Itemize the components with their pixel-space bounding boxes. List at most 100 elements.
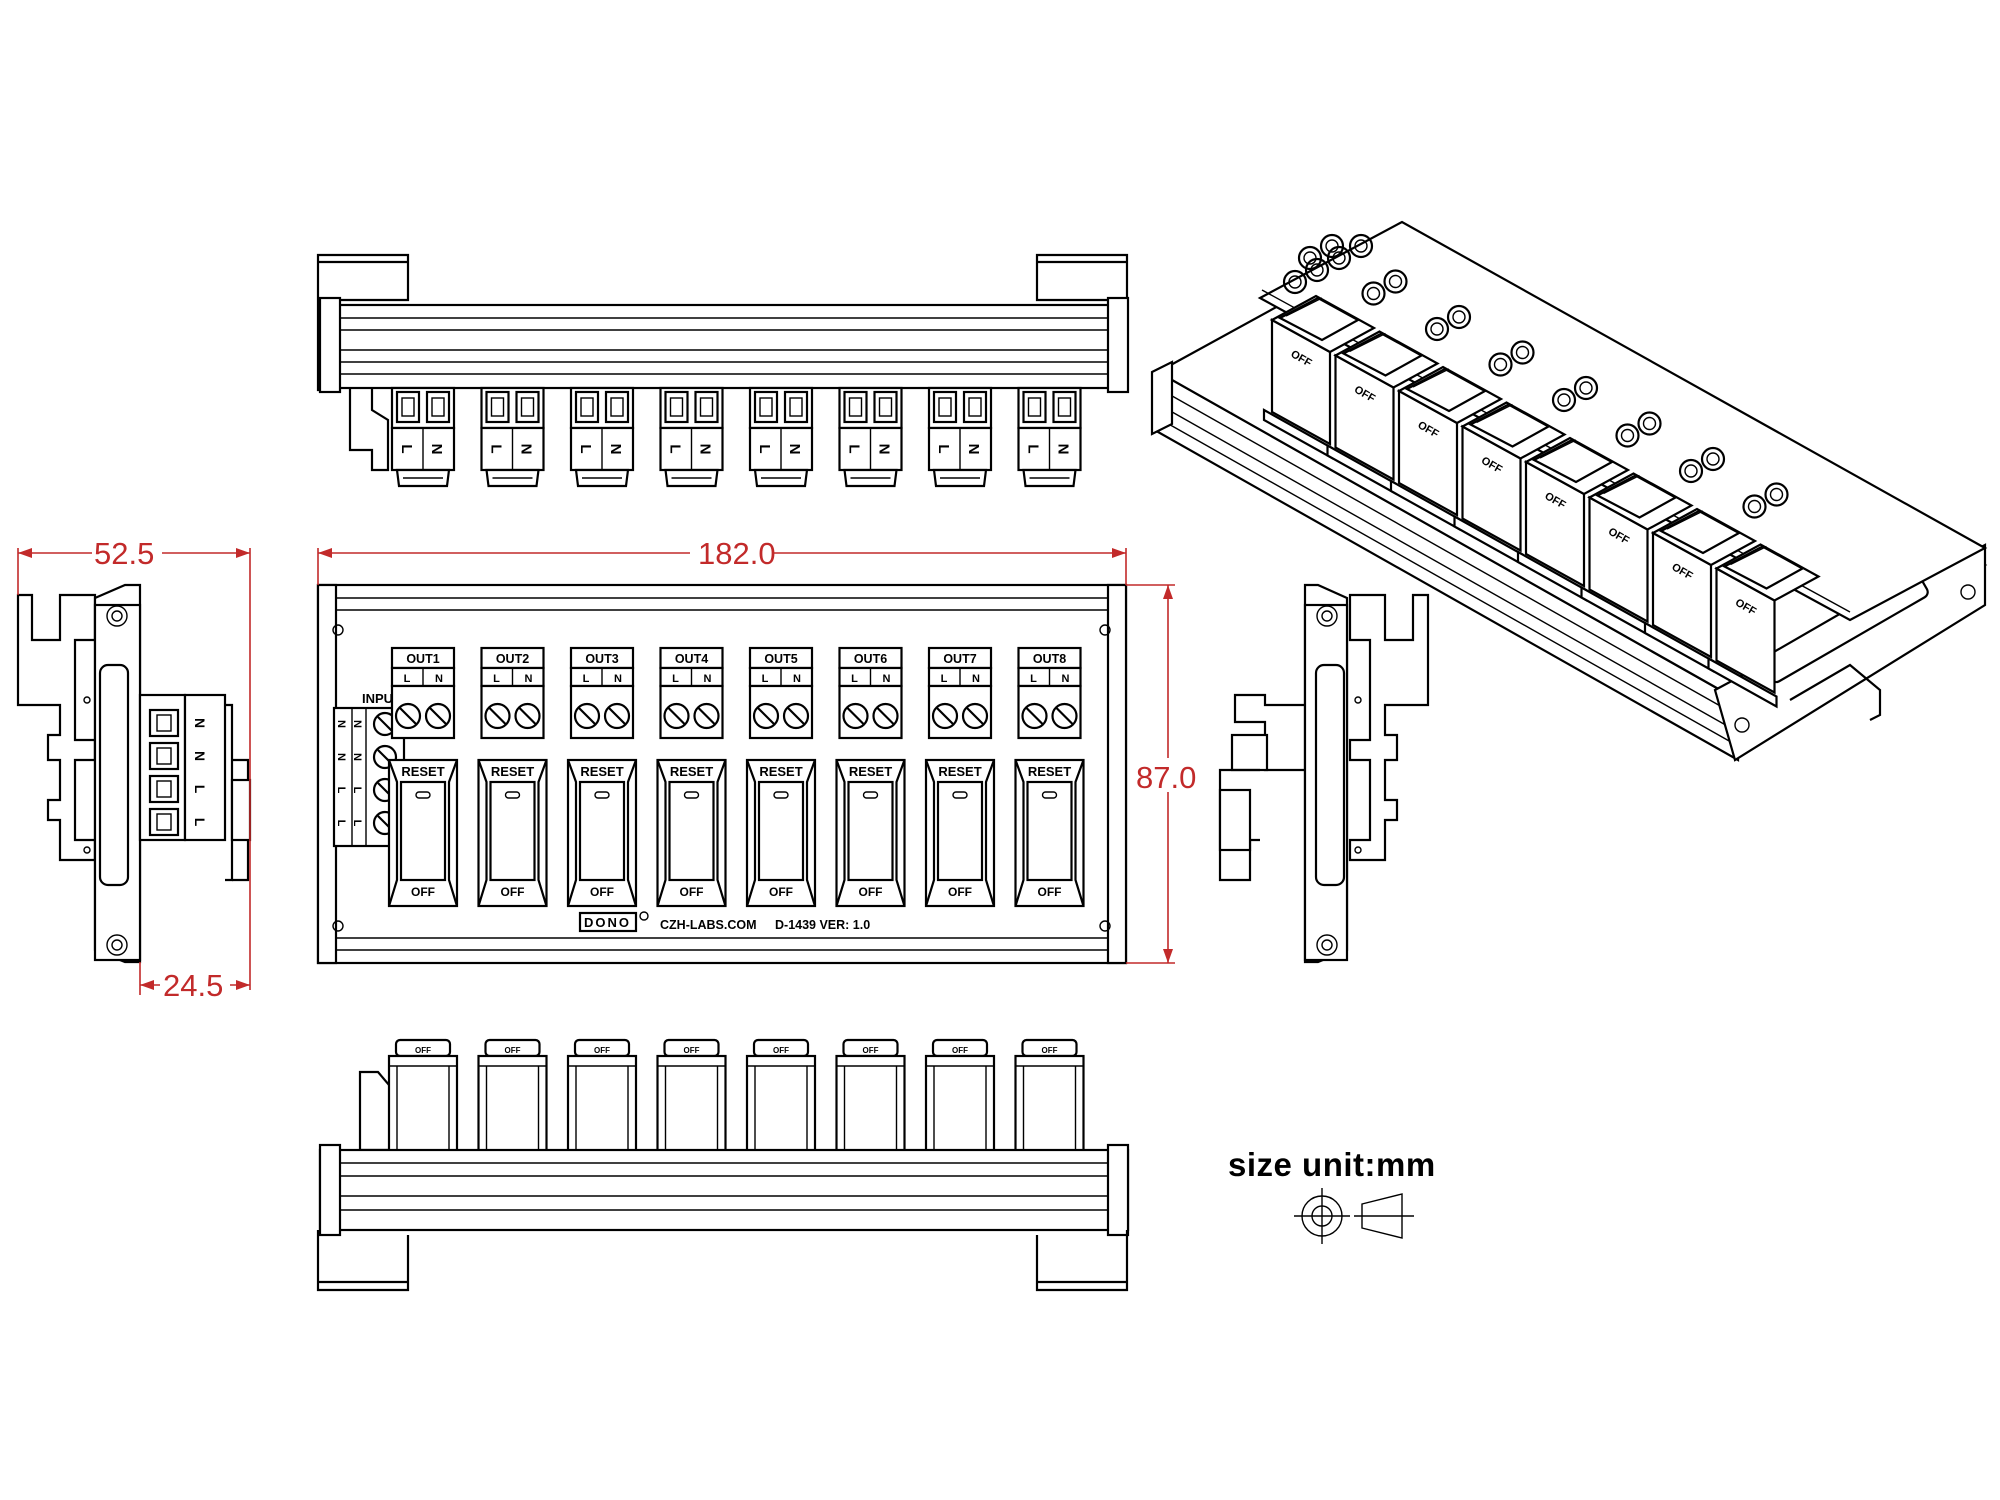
iso-breaker-6: OFF (1580, 472, 1694, 638)
screw-terminal-icon[interactable] (663, 702, 690, 730)
iso-terminal-3 (1424, 304, 1472, 342)
off-label: OFF (863, 1046, 879, 1055)
output-label: OUT6 (854, 652, 887, 666)
pole-label: N (704, 673, 712, 685)
off-label: OFF (505, 1046, 521, 1055)
output-label: OUT4 (675, 652, 708, 666)
screw-terminal-icon[interactable] (842, 702, 869, 730)
reset-switch-button[interactable] (399, 780, 447, 882)
screw-terminal-icon[interactable] (394, 702, 422, 730)
reset-switch-button[interactable] (1026, 780, 1073, 882)
off-label: OFF (684, 1046, 700, 1055)
off-label: OFF (411, 885, 435, 899)
off-label: OFF (590, 885, 614, 899)
top-terminal-label: N (607, 444, 624, 455)
top-terminal-label: N (965, 444, 982, 455)
off-label: OFF (859, 885, 883, 899)
model-label: D-1439 VER: 1.0 (775, 918, 870, 932)
iso-breaker-5: OFF (1516, 436, 1631, 602)
screw-terminal-icon[interactable] (514, 702, 541, 730)
reset-label: RESET (670, 764, 713, 779)
size-unit-note: size unit:mm (1228, 1146, 1436, 1183)
side-terminal-label: N (192, 718, 208, 728)
reset-switch-button[interactable] (847, 780, 894, 882)
reset-switch-button[interactable] (489, 780, 536, 882)
pole-label: N (1062, 673, 1070, 685)
top-terminal-label: N (697, 444, 714, 455)
output-label: OUT5 (764, 652, 797, 666)
projection-symbol-icon (1294, 1188, 1414, 1244)
input-terminal-label: L (335, 820, 347, 827)
top-terminal-label: N (518, 444, 535, 455)
screw-terminal-icon[interactable] (961, 702, 989, 730)
reset-label: RESET (849, 764, 892, 779)
iso-terminal-2 (1361, 269, 1408, 306)
bottom-switch-3: OFF (566, 1038, 638, 1154)
iso-terminal-8 (1742, 482, 1789, 519)
top-terminal-label: L (935, 444, 952, 453)
off-label: OFF (594, 1046, 610, 1055)
input-terminal-label: L (335, 787, 347, 794)
reset-label: RESET (491, 764, 534, 779)
screw-terminal-icon[interactable] (1021, 702, 1048, 730)
iso-input-terminal (1282, 233, 1374, 295)
screw-terminal-icon[interactable] (1051, 702, 1078, 730)
screw-terminal-icon[interactable] (752, 702, 780, 730)
off-label: OFF (415, 1046, 431, 1055)
off-label: OFF (1038, 885, 1062, 899)
reset-switch-button[interactable] (757, 780, 805, 882)
screw-terminal-icon[interactable] (603, 702, 631, 730)
top-terminal-label: N (786, 444, 803, 455)
input-screw-icon[interactable] (372, 744, 398, 770)
screw-terminal-icon[interactable] (484, 702, 511, 730)
reset-switch-button[interactable] (936, 780, 984, 882)
top-terminal-label: L (488, 444, 505, 453)
dimension-height: 87.0 (1136, 760, 1196, 795)
output-label: OUT3 (585, 652, 618, 666)
screw-terminal-icon[interactable] (931, 702, 959, 730)
pole-label: L (1030, 673, 1037, 685)
off-label: OFF (769, 885, 793, 899)
top-terminal-label: L (846, 444, 863, 453)
pole-label: N (972, 673, 980, 685)
dimension-depth: 52.5 (94, 536, 154, 571)
bottom-switch-8: OFF (1014, 1038, 1085, 1154)
pole-label: L (762, 673, 769, 685)
reset-label: RESET (580, 764, 623, 779)
pole-label: L (583, 673, 590, 685)
pole-label: N (525, 673, 533, 685)
side-terminal-label: N (192, 751, 208, 761)
screw-terminal-icon[interactable] (693, 702, 720, 730)
iso-terminal-7 (1678, 446, 1726, 484)
screw-terminal-icon[interactable] (872, 702, 899, 730)
pole-label: N (614, 673, 622, 685)
right-side-view (1218, 583, 1430, 964)
iso-terminal-1 (1297, 233, 1345, 271)
input-terminal-label: L (351, 787, 363, 794)
input-terminal-label: N (335, 753, 347, 761)
pole-label: N (435, 673, 443, 685)
pole-label: L (941, 673, 948, 685)
pole-label: N (883, 673, 891, 685)
off-label: OFF (501, 885, 525, 899)
screw-terminal-icon[interactable] (573, 702, 601, 730)
iso-terminal-6 (1615, 411, 1662, 448)
top-terminal-label: N (876, 444, 893, 455)
reset-switch-button[interactable] (668, 780, 715, 882)
pole-label: N (793, 673, 801, 685)
screw-terminal-icon[interactable] (424, 702, 452, 730)
screw-terminal-icon[interactable] (782, 702, 810, 730)
reset-switch-button[interactable] (578, 780, 626, 882)
